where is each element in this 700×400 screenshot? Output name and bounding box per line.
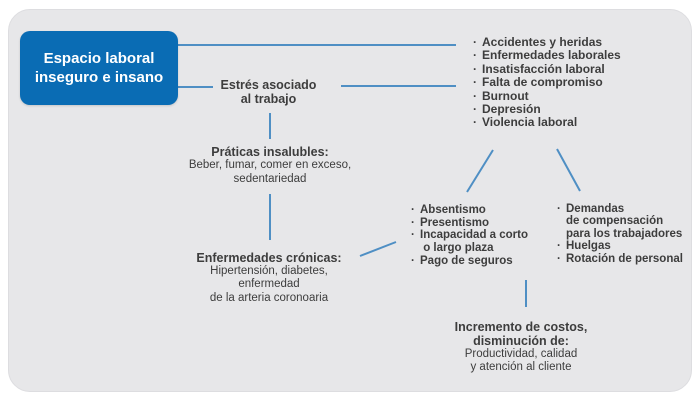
- practices-line2: sedentariedad: [233, 172, 307, 185]
- list-item: Pago de seguros: [410, 255, 550, 268]
- unhealthy-practices-node: Práticas insalubles: Beber, fumar, comer…: [172, 145, 368, 187]
- list-item: Depresión: [472, 102, 642, 117]
- internal-costs-list: Absentismo Presentismo Incapacidad a cor…: [410, 204, 550, 268]
- list-item: Demandas de compensación para los trabaj…: [556, 203, 700, 240]
- external-costs-list: Demandas de compensación para los trabaj…: [556, 203, 700, 265]
- cost-impact-node: Incremento de costos, disminución de: Pr…: [423, 320, 619, 374]
- chronic-title: Enfermedades crónicas:: [196, 251, 342, 265]
- stress-node: Estrés asociado al trabajo: [196, 78, 341, 106]
- list-item: Insatisfacción laboral: [472, 62, 642, 77]
- list-item: Falta de compromiso: [472, 75, 642, 90]
- practices-line1: Beber, fumar, comer en exceso,: [188, 159, 352, 171]
- impact-line2: y atención al cliente: [470, 361, 572, 374]
- chronic-diseases-node: Enfermedades crónicas: Hipertensión, dia…: [178, 251, 360, 305]
- chronic-line1: Hipertensión, diabetes,: [210, 265, 328, 277]
- list-item: Violencia laboral: [472, 116, 642, 131]
- list-item: Burnout: [472, 89, 642, 104]
- stress-line1: Estrés asociado: [220, 78, 317, 92]
- list-item: Huelgas: [556, 240, 700, 253]
- root-node-line2: inseguro e insano: [34, 69, 164, 86]
- list-item: Presentismo: [410, 217, 550, 230]
- impact-line1: Productividad, calidad: [464, 348, 578, 360]
- impact-title2: disminución de:: [473, 334, 569, 348]
- practices-title: Práticas insalubles:: [211, 145, 329, 159]
- chronic-line2: enfermedad: [238, 278, 300, 291]
- list-item: Absentismo: [410, 204, 550, 217]
- list-item: Accidentes y heridas: [472, 35, 642, 50]
- chronic-line3: de la arteria coronoaria: [209, 291, 329, 304]
- stress-line2: al trabajo: [240, 92, 297, 106]
- root-node-unsafe-workspace: Espacio laboral inseguro e insano: [20, 31, 178, 105]
- list-item: Incapacidad a corto o largo plaza: [410, 229, 550, 254]
- impact-title1: Incremento de costos,: [454, 320, 588, 334]
- list-item: Enfermedades laborales: [472, 48, 642, 63]
- list-item: Rotación de personal: [556, 253, 700, 266]
- consequences-list: Accidentes y heridas Enfermedades labora…: [472, 35, 642, 131]
- root-node-line1: Espacio laboral: [43, 50, 155, 67]
